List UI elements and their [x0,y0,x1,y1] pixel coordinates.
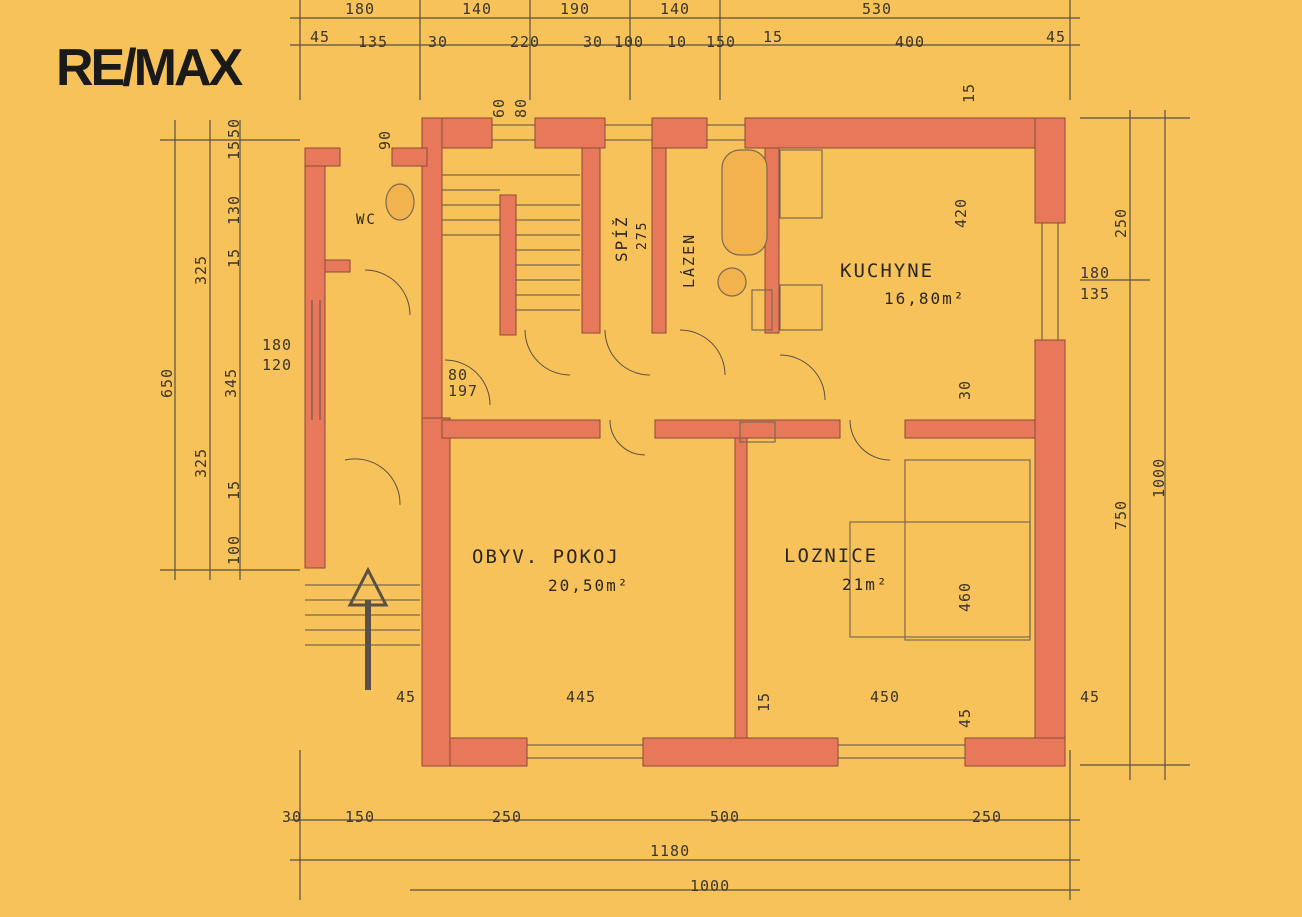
dim-right-total: 1000 [1150,457,1168,498]
dim-interior-120: 120 [262,356,293,374]
dim-top-1: 180 [345,0,376,18]
fixtures [385,149,1031,641]
kitchen-counter-icon [779,149,823,219]
dim-interior-135: 135 [1080,285,1111,303]
dim-interior-420: 420 [952,197,970,228]
room-area-loznice: 21m² [842,575,889,594]
dim-top2-9: 15 [763,28,784,46]
dim-top2-10: 400 [895,33,926,51]
dim-top2-11: 45 [1046,28,1067,46]
dim-left-inner-5: 15 [225,479,243,500]
sink-icon [717,267,747,297]
dim-top2-5: 30 [583,33,604,51]
room-name-lazen: LÁZEN [680,232,698,288]
dim-interior-45a: 45 [396,688,417,706]
dim-top2-1: 45 [310,28,331,46]
dim-interior-90: 90 [376,129,394,150]
chimney-flue-icon [751,289,773,331]
dim-bottom-3: 250 [492,808,523,826]
dim-bottom-total1: 1180 [650,842,691,860]
chimney-icon [739,421,776,443]
bed-icon [904,459,1031,641]
dim-interior-445: 445 [566,688,597,706]
room-name-wc: WC [356,212,377,228]
dim-left-inner-2: 15 [225,139,243,160]
dim-bottom-2: 150 [345,808,376,826]
room-area-spiz: 275 [635,220,650,250]
room-area-obyv-pokoj: 20,50m² [548,576,630,595]
dim-interior-80b: 80 [512,97,530,118]
dim-interior-80: 80 [448,366,469,384]
dim-left-inner-4: 15 [225,247,243,268]
dimension-lines [160,0,1190,900]
dim-top2-4: 220 [510,33,541,51]
dim-left-part-1: 325 [192,254,210,285]
remax-logo: RE/MAX [56,39,243,97]
room-name-obyv-pokoj: OBYV. POKOJ [472,546,620,568]
room-name-spiz: SPÍŽ [612,215,631,262]
dim-interior-30: 30 [956,379,974,400]
dim-interior-15b: 15 [960,82,978,103]
door-swings [344,269,891,506]
dim-bottom-total2: 1000 [690,877,731,895]
windows [311,124,1059,759]
dim-right-part-2: 750 [1112,499,1130,530]
dim-bottom-4: 500 [710,808,741,826]
dim-interior-60: 60 [490,97,508,118]
dim-interior-45c: 45 [956,707,974,728]
dim-top2-2: 135 [358,33,389,51]
dim-interior-15: 15 [755,691,773,712]
room-name-loznice: LOZNICE [784,545,879,567]
dim-left-part-3: 325 [192,447,210,478]
dim-top-3: 190 [560,0,591,18]
dim-left-inner-3: 130 [225,194,243,225]
bed-outline-icon [849,521,1031,638]
dim-bottom-1: 30 [282,808,303,826]
dim-top-2: 140 [462,0,493,18]
room-area-kuchyne: 16,80m² [884,289,966,308]
staircase [305,174,580,646]
dim-top-4: 140 [660,0,691,18]
dim-top2-3: 30 [428,33,449,51]
dim-interior-197: 197 [448,382,479,400]
toilet-icon [385,183,415,221]
bathtub-icon [721,149,768,256]
stove-icon [779,284,823,331]
dim-left-inner-1: 50 [225,117,243,138]
dim-left-inner-6: 100 [225,534,243,565]
entrance-arrow-icon [347,566,389,690]
dim-interior-450: 450 [870,688,901,706]
dim-left-part-2: 345 [222,367,240,398]
dim-bottom-5: 250 [972,808,1003,826]
dim-interior-180a: 180 [262,336,293,354]
dim-top-5: 530 [862,0,893,18]
walls [304,117,1066,767]
room-name-kuchyne: KUCHYNE [840,260,935,282]
dim-top2-8: 150 [706,33,737,51]
dim-interior-45b: 45 [1080,688,1101,706]
dim-interior-180b: 180 [1080,264,1111,282]
dim-left-outer: 650 [158,367,176,398]
dim-top2-7: 10 [667,33,688,51]
dim-top2-6: 100 [614,33,645,51]
dim-interior-460: 460 [956,581,974,612]
dim-right-part-1: 250 [1112,207,1130,238]
